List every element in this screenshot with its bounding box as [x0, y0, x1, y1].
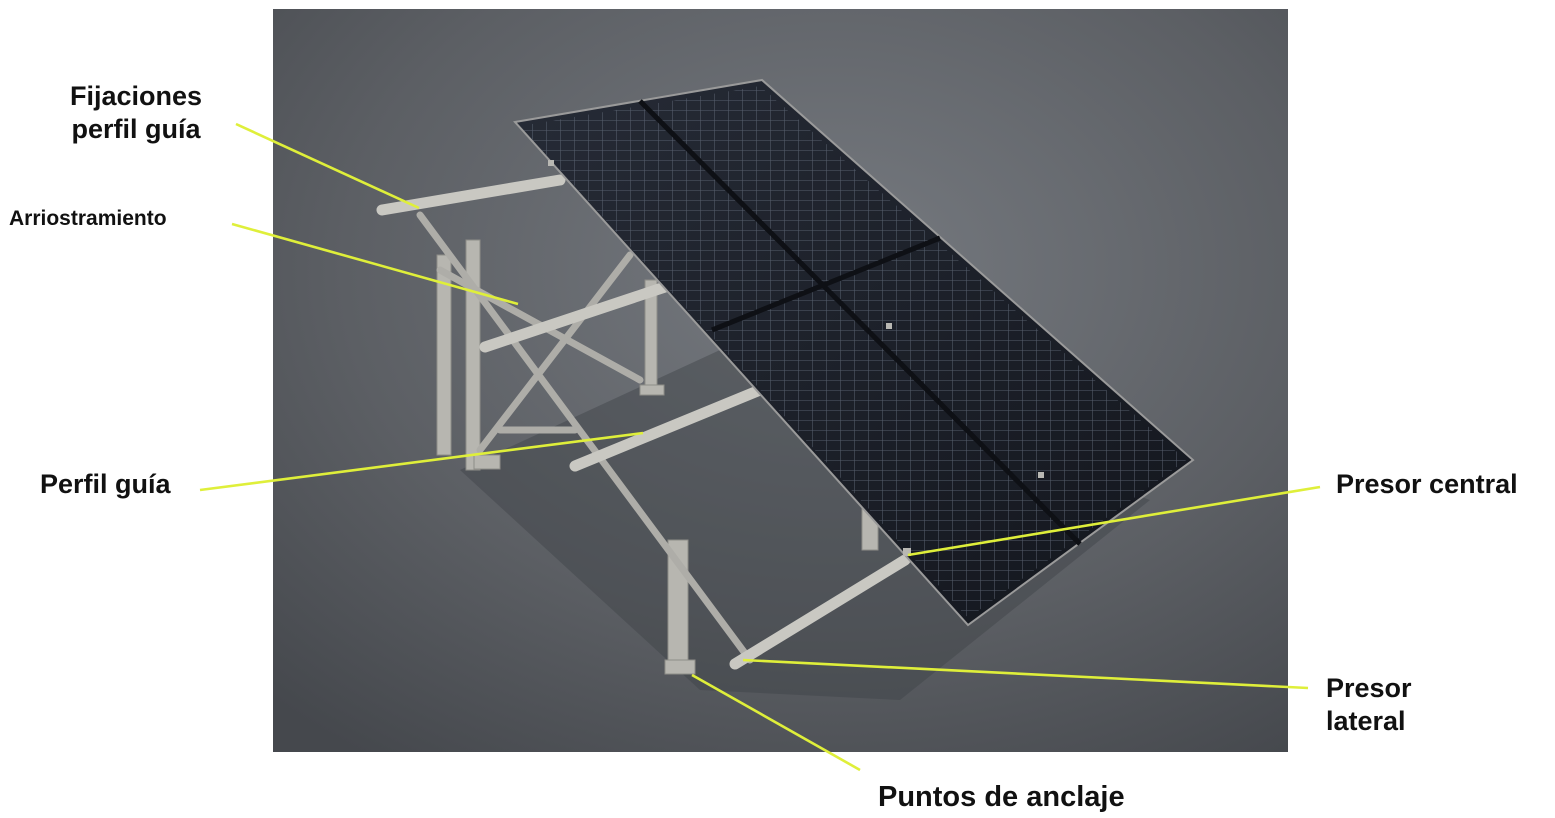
- support-posts: [436, 239, 879, 675]
- leader-presor-central: [907, 485, 1321, 557]
- label-fijaciones-perfil-guia: Fijaciones perfil guía: [56, 80, 216, 146]
- label-perfil-guia: Perfil guía: [40, 469, 171, 499]
- label-puntos-de-anclaje: Puntos de anclaje: [878, 781, 1125, 813]
- panel-seam-clamps: [548, 160, 1044, 556]
- label-presor-lateral-line1: Presor: [1326, 673, 1412, 703]
- leader-lines: [199, 122, 1321, 772]
- leader-perfil-guia: [199, 431, 644, 492]
- leader-fijaciones: [235, 122, 420, 210]
- label-fijaciones-line2: perfil guía: [71, 113, 201, 144]
- panel-seams: [638, 99, 1082, 546]
- leader-puntos-anclaje: [691, 673, 861, 772]
- label-fijaciones-line1: Fijaciones: [69, 81, 203, 111]
- label-arriostramiento: Arriostramiento: [9, 207, 167, 230]
- label-presor-lateral: Presor lateral: [1326, 672, 1412, 738]
- label-presor-central: Presor central: [1336, 469, 1518, 499]
- label-presor-lateral-line2: lateral: [1326, 705, 1406, 736]
- leader-arriostramiento: [231, 222, 519, 306]
- leader-presor-lateral: [742, 658, 1309, 690]
